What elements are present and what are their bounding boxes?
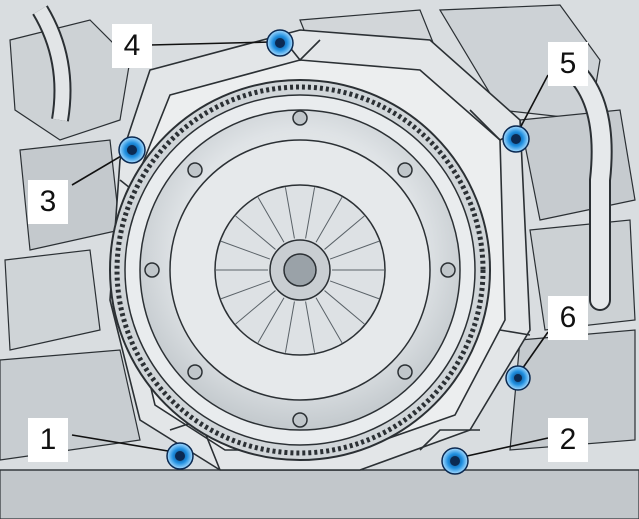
callout-label-6: 6 <box>548 296 588 340</box>
spring-finger <box>220 280 271 300</box>
spring-finger <box>284 301 295 353</box>
bolt-4 <box>266 29 294 57</box>
spring-finger <box>315 197 343 243</box>
clutch-pressure-plate <box>139 109 461 431</box>
spring-finger <box>284 187 295 239</box>
bolt-3 <box>118 136 146 164</box>
bolt-6 <box>505 365 531 391</box>
bolts <box>118 29 531 475</box>
spring-finger <box>315 297 343 343</box>
leader-line-2 <box>457 437 549 459</box>
spring-finger <box>329 280 380 300</box>
spring-finger <box>305 301 316 353</box>
spring-finger <box>305 187 316 239</box>
spring-finger <box>329 240 380 260</box>
bolt-5 <box>502 125 530 153</box>
spring-finger <box>257 197 285 243</box>
spring-finger <box>220 240 271 260</box>
leader-line-5 <box>517 74 549 133</box>
leader-lines <box>71 41 549 459</box>
callout-label-5: 5 <box>548 42 588 86</box>
leader-line-3 <box>71 151 129 186</box>
bolt-2 <box>441 447 469 475</box>
callout-label-3: 3 <box>28 180 68 224</box>
leader-line-1 <box>71 434 175 453</box>
leader-line-4 <box>149 41 271 46</box>
callout-label-2: 2 <box>548 418 588 462</box>
callout-label-4: 4 <box>112 24 152 68</box>
bolt-1 <box>166 442 194 470</box>
spring-finger <box>235 290 276 325</box>
spring-finger <box>257 297 285 343</box>
spring-finger <box>324 215 365 250</box>
callout-label-1: 1 <box>28 418 68 462</box>
leader-line-6 <box>519 331 549 373</box>
spring-finger <box>324 290 365 325</box>
spring-finger <box>235 215 276 250</box>
